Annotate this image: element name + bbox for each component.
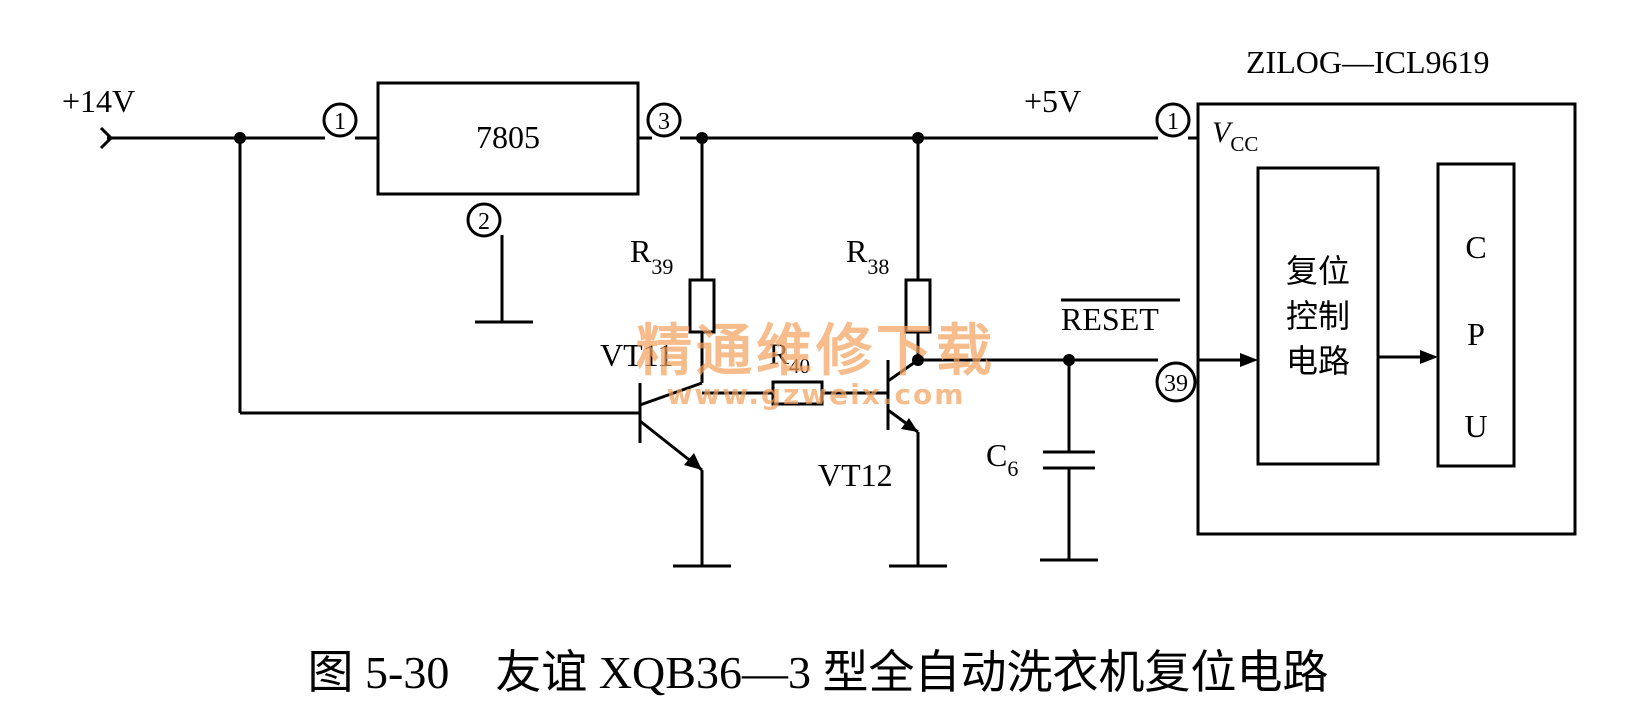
transistor-vt11 bbox=[638, 381, 731, 568]
reset-label: RESET bbox=[1061, 301, 1159, 337]
vt11-label: VT11 bbox=[600, 337, 673, 373]
transistor-vt12 bbox=[886, 358, 947, 568]
vt12-emitter-arrow bbox=[901, 418, 918, 432]
reset-control-block bbox=[1256, 166, 1380, 466]
vt11-emitter-arrow bbox=[684, 453, 702, 470]
c6-main: C bbox=[986, 437, 1007, 473]
chip-zilog bbox=[1196, 102, 1577, 536]
r40-sub: 40 bbox=[789, 354, 810, 378]
pin3-reg-label: 3 bbox=[658, 109, 670, 135]
vcc-label: VCC bbox=[1212, 116, 1258, 156]
pin1-reg-label: 1 bbox=[334, 109, 346, 135]
r40-body bbox=[771, 380, 824, 406]
watermark-line2: www.gzweix.com bbox=[667, 378, 966, 411]
reset-input-arrow bbox=[1240, 353, 1258, 367]
junction-r39 bbox=[696, 132, 708, 144]
junction-14v bbox=[234, 132, 246, 144]
pin1-reg-circle bbox=[322, 102, 358, 138]
pin2-reg-label: 2 bbox=[478, 209, 490, 235]
regulator-label: 7805 bbox=[476, 119, 540, 155]
cpu-input-arrow bbox=[1420, 350, 1438, 364]
junction-c6 bbox=[1063, 354, 1075, 366]
cpu-letter-p: P bbox=[1467, 316, 1485, 352]
chip-name-label: ZILOG—ICL9619 bbox=[1246, 44, 1490, 80]
chip-body bbox=[1196, 102, 1577, 536]
reset-block-line2: 控制 bbox=[1286, 298, 1350, 334]
capacitor-c6 bbox=[1043, 450, 1095, 470]
r38-body bbox=[904, 278, 932, 334]
labels: +14V +5V ZILOG—ICL9619 VCC R39 R38 R40 V… bbox=[62, 44, 1490, 493]
vt12-collector bbox=[887, 358, 919, 383]
regulator-7805: 7805 bbox=[376, 81, 640, 196]
cpu-letter-u: U bbox=[1464, 408, 1487, 444]
vt12-label: VT12 bbox=[818, 457, 893, 493]
junction-dots bbox=[234, 132, 1075, 366]
watermark: 精通维修下载 www.gzweix.com bbox=[636, 319, 996, 411]
r39-sub: 39 bbox=[651, 254, 673, 279]
pin39-chip-label: 39 bbox=[1164, 371, 1188, 397]
r38-label: R38 bbox=[846, 233, 889, 279]
cpu-block bbox=[1436, 162, 1516, 468]
pin1-chip-label: 1 bbox=[1167, 109, 1179, 135]
junction-r38 bbox=[912, 132, 924, 144]
reset-block-line1: 复位 bbox=[1286, 253, 1350, 289]
pin2-reg-circle bbox=[466, 202, 502, 238]
r38-main: R bbox=[846, 233, 868, 269]
r39-label: R39 bbox=[630, 233, 673, 279]
r39-body bbox=[688, 278, 716, 334]
pin-markers: 1 2 3 1 39 bbox=[322, 102, 1197, 403]
c6-sub: 6 bbox=[1007, 456, 1018, 481]
watermark-line1: 精通维修下载 bbox=[636, 319, 996, 384]
vt11-collector bbox=[639, 381, 703, 407]
resistors bbox=[688, 278, 932, 406]
r40-main: R bbox=[769, 338, 789, 371]
cpu-letter-c: C bbox=[1465, 229, 1486, 265]
r40-label: R40 bbox=[769, 338, 810, 378]
regulator-body bbox=[376, 81, 640, 196]
c6-label: C6 bbox=[986, 437, 1018, 481]
r39-main: R bbox=[630, 233, 652, 269]
r38-sub: 38 bbox=[867, 254, 889, 279]
pin39-chip-circle bbox=[1155, 361, 1197, 403]
v-out-label: +5V bbox=[1024, 83, 1081, 119]
v-in-label: +14V bbox=[62, 83, 135, 119]
vcc-main: V bbox=[1212, 116, 1234, 149]
vcc-sub: CC bbox=[1230, 132, 1258, 156]
figure-caption: 图 5-30 友谊 XQB36—3 型全自动洗衣机复位电路 bbox=[308, 647, 1329, 698]
pin1-chip-circle bbox=[1155, 102, 1191, 138]
reset-block-line3: 电路 bbox=[1286, 343, 1350, 379]
pin3-reg-circle bbox=[646, 102, 682, 138]
